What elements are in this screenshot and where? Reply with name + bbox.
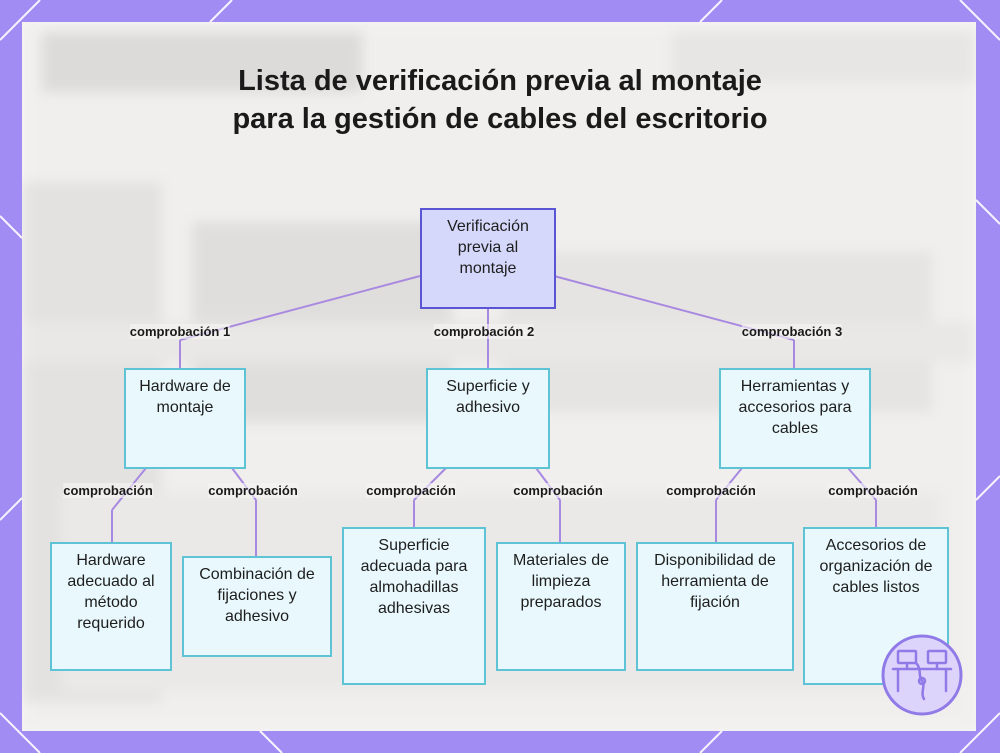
- edge-label-check1: comprobación 1: [130, 324, 230, 339]
- node-cleaning: Materiales de limpieza preparados: [496, 542, 626, 671]
- edge-label-tools-right: comprobación: [828, 483, 918, 498]
- node-cleaning-label: Materiales de limpieza preparados: [506, 550, 616, 669]
- edge-label-check2: comprobación 2: [434, 324, 534, 339]
- node-surface-pads: Superficie adecuada para almohadillas ad…: [342, 527, 486, 685]
- diagram-panel: Lista de verificación previa al montaje …: [22, 22, 976, 731]
- node-combination-label: Combinación de fijaciones y adhesivo: [192, 564, 322, 655]
- edge-label-hw-left: comprobación: [63, 483, 153, 498]
- edge-label-check3: comprobación 3: [742, 324, 842, 339]
- node-availability: Disponibilidad de herramienta de fijació…: [636, 542, 794, 671]
- edge-label-surf-left: comprobación: [366, 483, 456, 498]
- edge-label-hw-right: comprobación: [208, 483, 298, 498]
- edge-label-tools-left: comprobación: [666, 483, 756, 498]
- node-surface-pads-label: Superficie adecuada para almohadillas ad…: [352, 535, 476, 683]
- node-hardware-label: Hardware de montaje: [134, 376, 236, 467]
- root-node-label: Verificación previa al montaje: [430, 216, 546, 307]
- edge-label-surf-right: comprobación: [513, 483, 603, 498]
- node-availability-label: Disponibilidad de herramienta de fijació…: [646, 550, 784, 669]
- node-combination: Combinación de fijaciones y adhesivo: [182, 556, 332, 657]
- node-hardware: Hardware de montaje: [124, 368, 246, 469]
- node-tools: Herramientas y accesorios para cables: [719, 368, 871, 469]
- node-hw-method-label: Hardware adecuado al método requerido: [60, 550, 162, 669]
- root-node: Verificación previa al montaje: [420, 208, 556, 309]
- node-surface: Superficie y adhesivo: [426, 368, 550, 469]
- desk-cable-logo-icon: [880, 633, 964, 717]
- node-tools-label: Herramientas y accesorios para cables: [729, 376, 861, 467]
- node-surface-label: Superficie y adhesivo: [436, 376, 540, 467]
- node-hw-method: Hardware adecuado al método requerido: [50, 542, 172, 671]
